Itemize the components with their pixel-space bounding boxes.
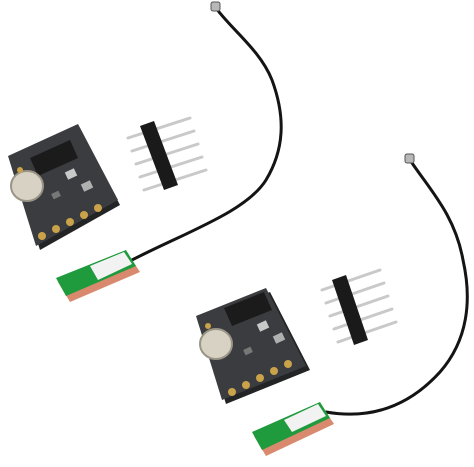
gps-module-board <box>8 124 120 250</box>
gps-kit-1 <box>8 1 283 302</box>
gps-module-board <box>196 288 310 404</box>
backup-battery <box>199 328 233 360</box>
ceramic-patch-antenna <box>252 402 334 456</box>
ceramic-patch-antenna <box>56 250 140 302</box>
ufl-connector <box>404 153 415 164</box>
pin-header <box>126 116 208 192</box>
pin-header <box>320 268 398 345</box>
gps-kit-2 <box>196 153 469 456</box>
ufl-connector <box>210 1 221 12</box>
gold-pads <box>205 323 292 396</box>
antenna-cable <box>126 6 283 264</box>
backup-battery <box>10 170 44 202</box>
gold-pads <box>17 167 102 240</box>
antenna-cable <box>324 158 469 416</box>
chip <box>224 292 272 326</box>
chip <box>30 140 78 176</box>
